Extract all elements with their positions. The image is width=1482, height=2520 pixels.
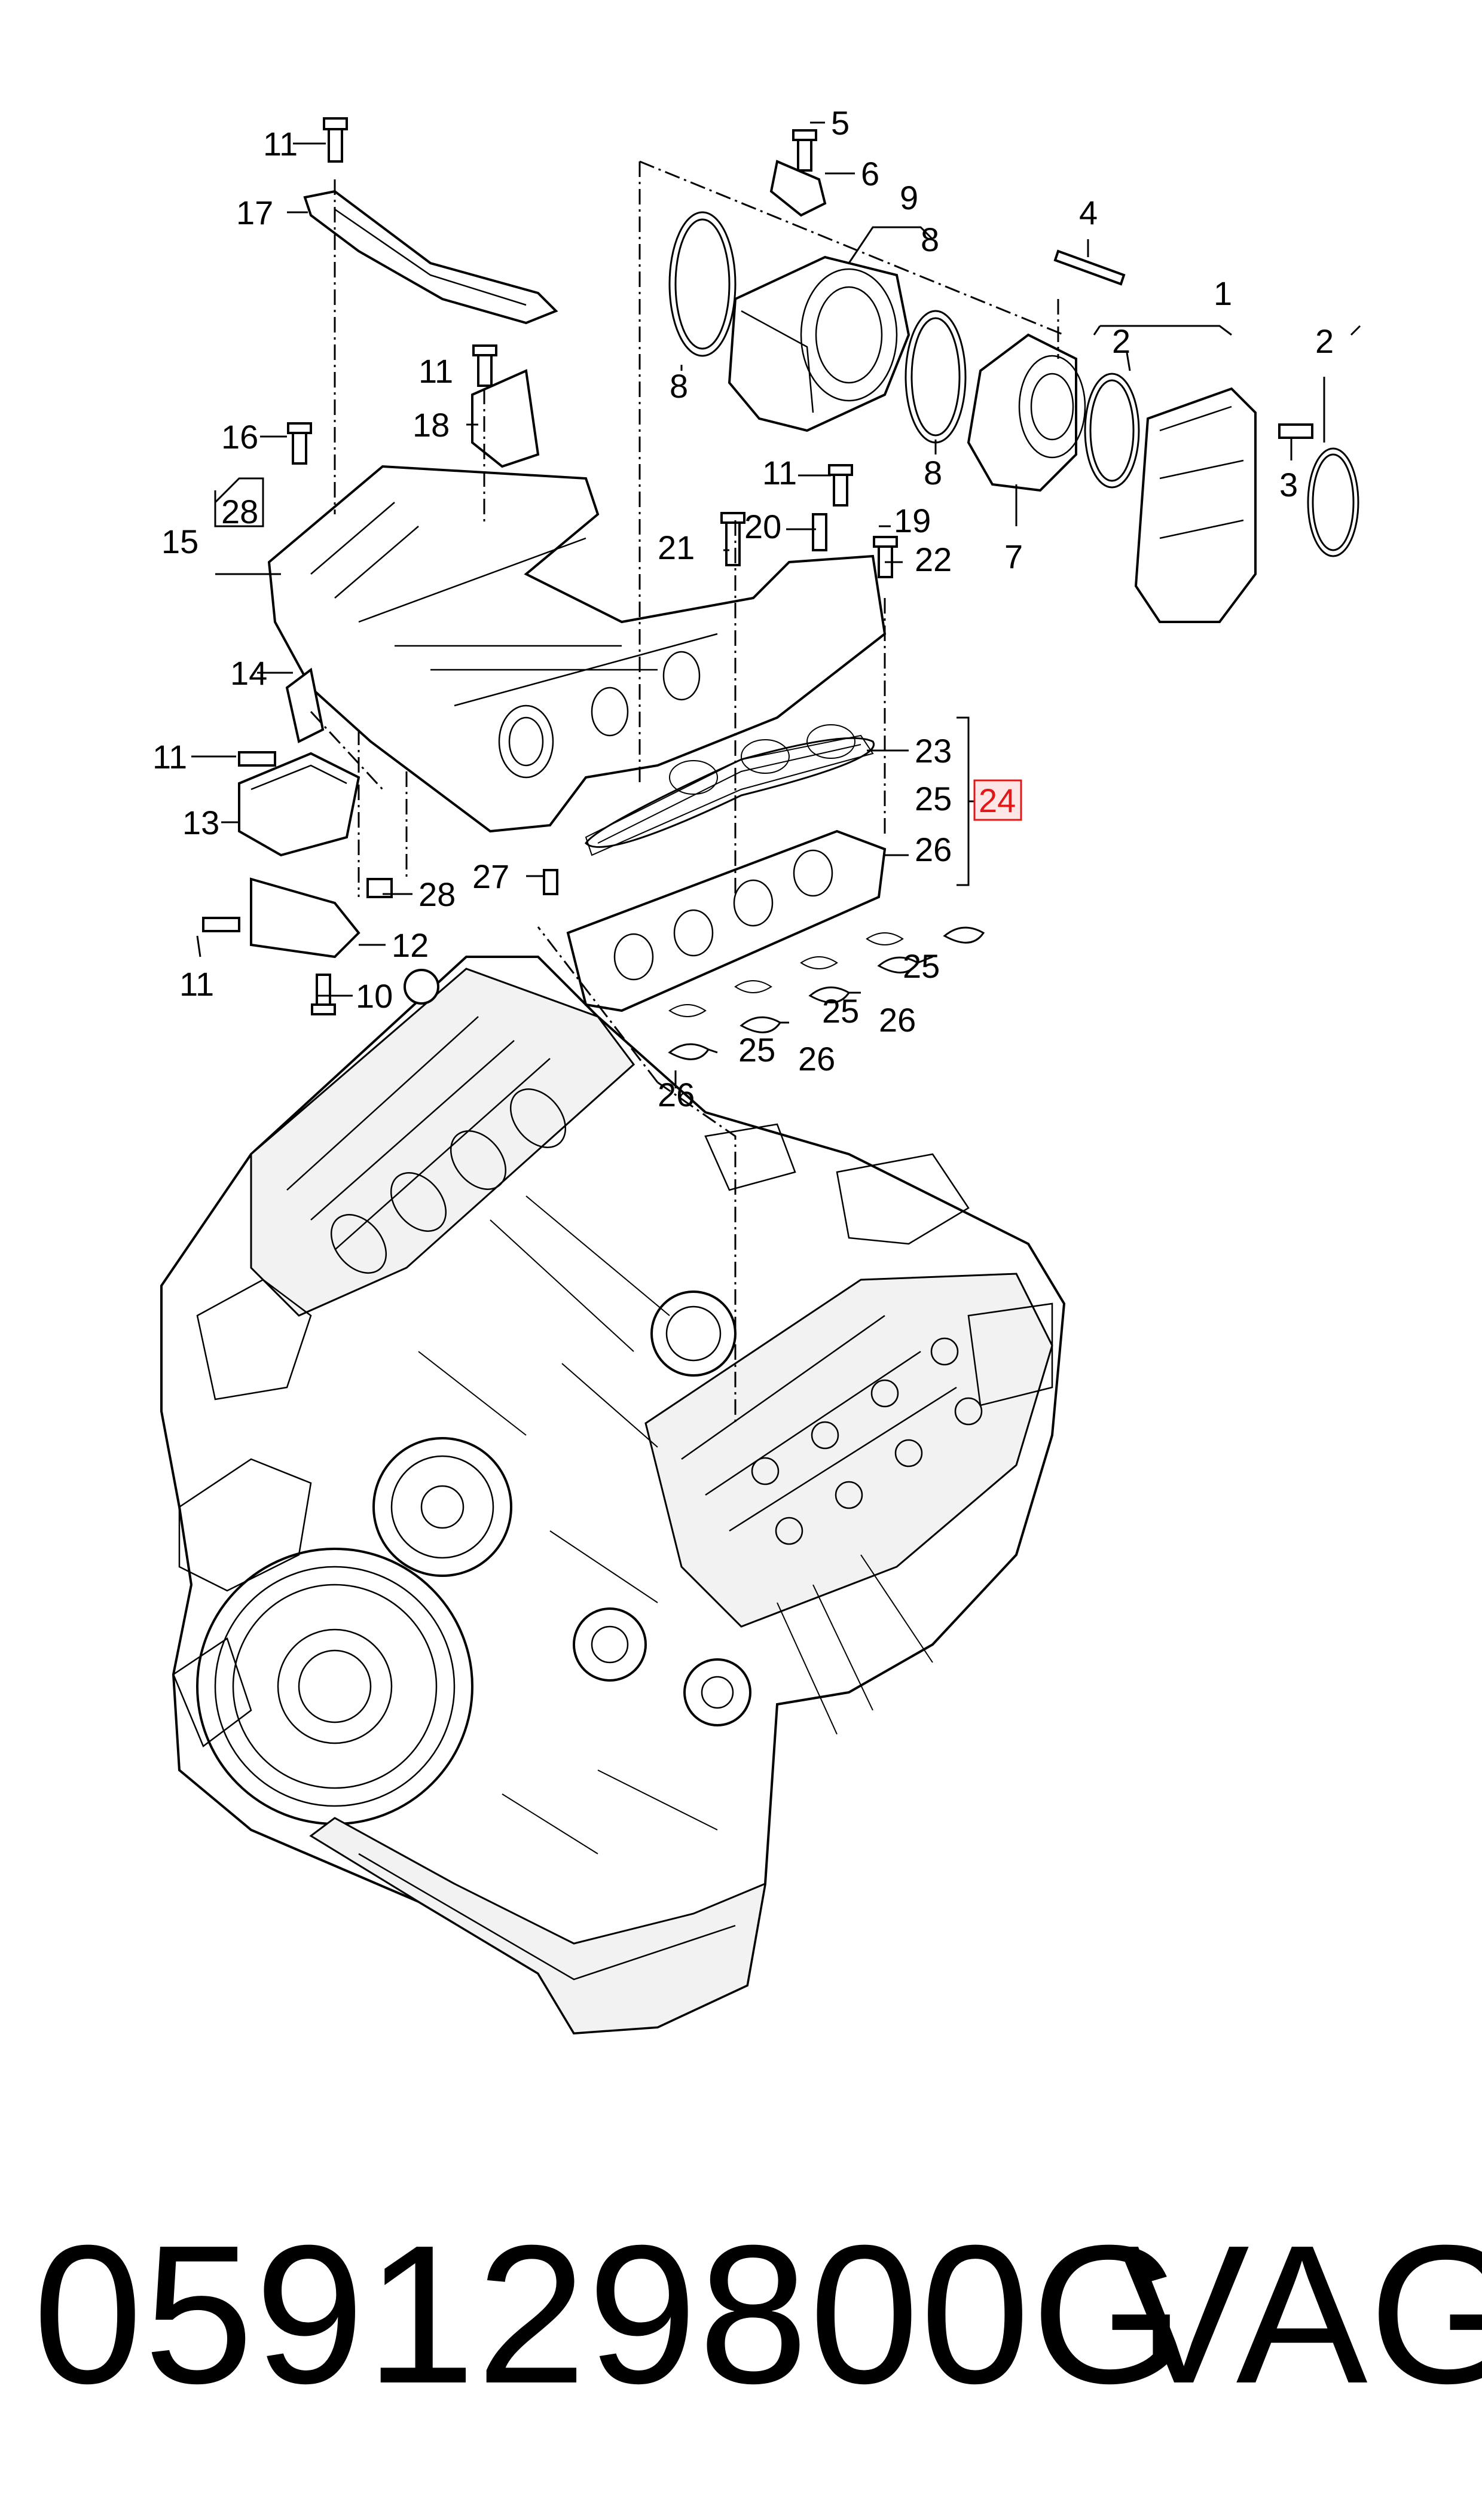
- callout-6: 6: [861, 155, 879, 193]
- bolts: [202, 117, 1313, 1015]
- control-module-13-illustration: [238, 752, 360, 857]
- intake-manifold-illustration: [267, 465, 904, 1017]
- callout-28: 28: [418, 875, 456, 913]
- callout-5: 5: [831, 104, 850, 142]
- callout-24-highlight: [973, 779, 1022, 821]
- callout-16: 16: [221, 418, 258, 456]
- callout-7: 7: [1004, 538, 1023, 575]
- callout-11: 11: [152, 738, 187, 776]
- assembly-axis-lines: [310, 160, 1065, 1423]
- callout-18: 18: [412, 406, 450, 444]
- callout-25: 25: [915, 780, 952, 817]
- callout-20: 20: [744, 508, 781, 545]
- callout-21: 21: [658, 529, 695, 566]
- callout-22: 22: [915, 541, 952, 578]
- throttle-body-9-illustration: [728, 160, 910, 432]
- callout-2: 2: [1315, 322, 1334, 360]
- brand-name: VAG: [1118, 2204, 1482, 2424]
- callout-26: 26: [658, 1076, 695, 1113]
- callout-3: 3: [1279, 466, 1298, 504]
- callout-8: 8: [670, 367, 688, 405]
- callout-13: 13: [182, 804, 219, 841]
- callout-19: 19: [894, 502, 931, 539]
- callout-26: 26: [915, 831, 952, 868]
- module-1-illustration: [1134, 387, 1257, 623]
- bracket-17-illustration: [303, 190, 558, 325]
- callout-11: 11: [418, 352, 453, 390]
- callout-11: 11: [179, 965, 214, 1003]
- callout-15: 15: [161, 523, 198, 560]
- callout-25: 25: [738, 1031, 775, 1069]
- bracket-18-illustration: [471, 369, 540, 468]
- callout-17: 17: [236, 194, 273, 231]
- callout-27: 27: [472, 858, 509, 895]
- callout-25: 25: [903, 947, 940, 985]
- callout-10: 10: [356, 977, 393, 1015]
- throttle-body-7-illustration: [967, 333, 1086, 492]
- callout-11: 11: [263, 125, 298, 163]
- callout-28: 28: [221, 493, 258, 530]
- bracket-12-illustration: [250, 877, 360, 959]
- callout-labels: 11 17 5 6 9 8 8 8 4 1 2 2 3 7 11 19 20 2…: [152, 104, 1334, 1113]
- leader-lines: [191, 121, 1361, 1088]
- callout-23: 23: [915, 732, 952, 770]
- callout-25: 25: [822, 992, 859, 1030]
- callout-8: 8: [921, 221, 939, 258]
- callout-8: 8: [924, 454, 942, 492]
- part-number: 059129800G: [33, 2204, 1186, 2424]
- callout-4: 4: [1079, 194, 1098, 231]
- callout-24: 24: [979, 782, 1016, 819]
- callout-1: 1: [1214, 274, 1232, 312]
- callout-14: 14: [230, 654, 267, 692]
- callout-26: 26: [879, 1001, 916, 1039]
- callout-11: 11: [762, 454, 797, 492]
- engine-block-illustration: [160, 956, 1066, 2035]
- callout-2: 2: [1112, 322, 1130, 360]
- callout-9: 9: [900, 179, 918, 216]
- callout-26: 26: [798, 1040, 835, 1078]
- callout-12: 12: [392, 926, 429, 964]
- bracket-14-illustration: [285, 667, 325, 743]
